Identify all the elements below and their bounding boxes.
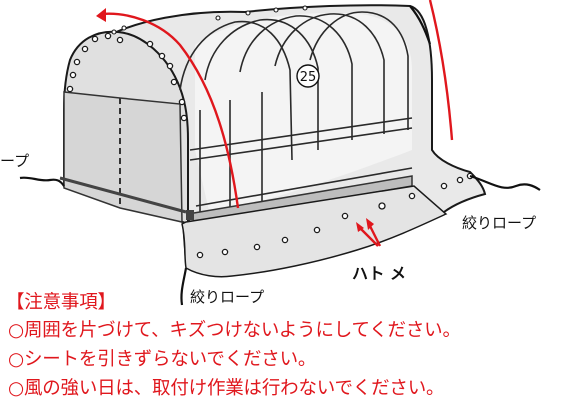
grommet-holes xyxy=(66,32,474,259)
note-item-1: ○周囲を片づけて、キズつけないようにしてください。 xyxy=(8,320,461,341)
arrow-head-grommet-a xyxy=(356,222,364,232)
arrow-grommet-a xyxy=(359,227,379,247)
rope-left xyxy=(19,176,65,187)
arrow-back-drape xyxy=(428,0,454,141)
note-item-3: ○風の強い日は、取付け作業は行わないでください。 xyxy=(8,378,445,399)
rope-bottom-label: 絞りロープ xyxy=(190,288,265,306)
top-grommets xyxy=(111,5,308,35)
front-panel-hem xyxy=(59,176,187,214)
arrow-grommet-b xyxy=(368,225,382,247)
part-number-text: 25 xyxy=(300,70,317,85)
part-number-badge xyxy=(296,64,320,88)
rope-right xyxy=(469,174,541,191)
red-guidance-arrows xyxy=(101,0,454,247)
rope-top-back xyxy=(409,5,432,45)
notes-heading: 【注意事項】 xyxy=(6,292,116,313)
rope-right-label: 絞りロープ xyxy=(462,214,537,232)
frame-arches xyxy=(179,11,409,232)
arrow-head-top xyxy=(96,8,106,22)
ropes xyxy=(19,5,541,306)
arrow-head-grommet-b xyxy=(366,218,374,230)
interior-view xyxy=(195,13,412,216)
front-panel xyxy=(63,91,183,223)
rope-bottom xyxy=(180,267,188,306)
grommet-label: ハト メ xyxy=(352,264,407,283)
note-item-2: ○シートを引きずらないでください。 xyxy=(8,349,317,370)
rope-left-label: ープ xyxy=(0,152,30,170)
base-foot xyxy=(186,210,194,220)
arrow-pull-over xyxy=(101,12,240,209)
